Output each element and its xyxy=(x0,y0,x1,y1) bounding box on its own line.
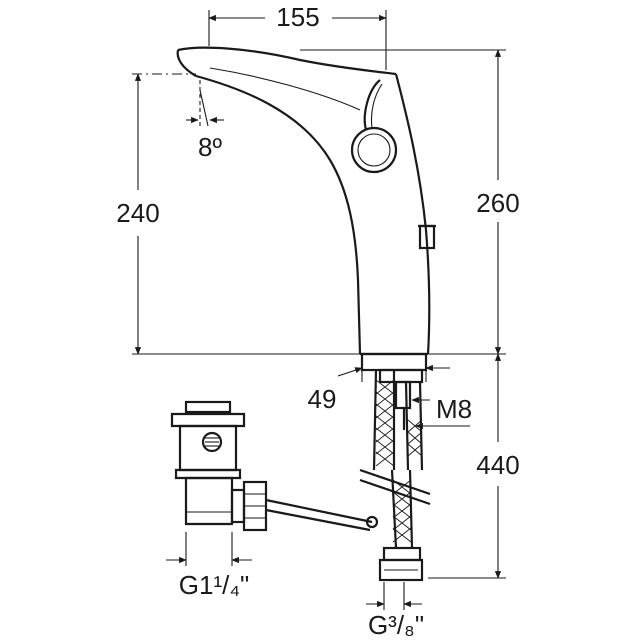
faucet-body xyxy=(176,46,431,356)
dim-waste-thread: G1¹/₄" xyxy=(166,532,252,600)
dim-240: 240 xyxy=(116,73,360,355)
waste-drain xyxy=(170,400,379,532)
dim-waste-thread-label: G1¹/₄" xyxy=(179,570,249,600)
dim-440-label: 440 xyxy=(476,450,519,480)
dim-240-label: 240 xyxy=(116,198,159,228)
dim-440: 440 xyxy=(428,353,520,579)
dim-angle-label: 8º xyxy=(198,132,222,162)
dim-260: 260 xyxy=(300,49,520,355)
dim-155: 155 xyxy=(208,2,387,70)
dim-m8-label: M8 xyxy=(436,394,472,424)
lever-handle xyxy=(350,79,398,174)
dim-m8: M8 xyxy=(411,394,472,430)
dim-hose-thread-label: G³/₈" xyxy=(368,610,424,640)
dim-49-label: 49 xyxy=(308,384,337,414)
dim-angle: 8º xyxy=(186,80,224,162)
dim-155-label: 155 xyxy=(276,2,319,32)
dim-260-label: 260 xyxy=(476,188,519,218)
dim-49: 49 xyxy=(308,354,450,414)
flexible-hoses xyxy=(359,369,431,582)
dim-hose-thread: G³/₈" xyxy=(366,582,424,640)
popup-rod-knob xyxy=(418,224,436,250)
